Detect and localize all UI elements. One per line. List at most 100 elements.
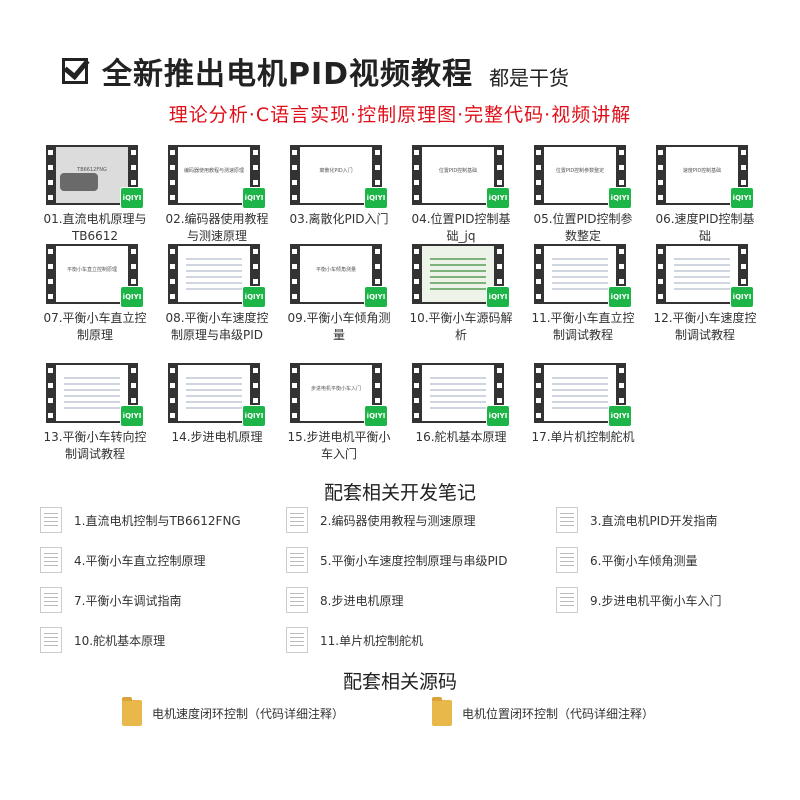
document-icon bbox=[40, 547, 62, 573]
video-caption: 03.离散化PID入门 bbox=[289, 212, 389, 226]
source-heading: 配套相关源码 bbox=[342, 671, 457, 693]
note-item[interactable]: 9.步进电机平衡小车入门 bbox=[556, 586, 721, 614]
iqiyi-logo-icon: iQIYI bbox=[608, 286, 632, 308]
iqiyi-logo-icon: iQIYI bbox=[730, 286, 754, 308]
source-label: 电机位置闭环控制（代码详细注释） bbox=[462, 706, 655, 721]
iqiyi-logo-icon: iQIYI bbox=[730, 187, 754, 209]
thumbnail-screen bbox=[544, 365, 616, 421]
title-suffix: 都是干货 bbox=[489, 65, 570, 90]
note-item[interactable]: 5.平衡小车速度控制原理与串级PID bbox=[286, 546, 507, 574]
document-icon bbox=[286, 507, 308, 533]
notes-heading: 配套相关开发笔记 bbox=[323, 482, 476, 504]
film-strip-holes bbox=[534, 363, 543, 423]
document-lines bbox=[430, 254, 486, 294]
film-strip-holes bbox=[656, 145, 665, 205]
thumbnail-screen bbox=[178, 365, 250, 421]
tagline: 理论分析·C语言实现·控制原理图·完整代码·视频讲解 bbox=[168, 104, 632, 126]
video-caption: 01.直流电机原理与TB6612 bbox=[43, 212, 147, 243]
video-thumbnail[interactable]: iQIYI bbox=[656, 244, 754, 308]
document-icon bbox=[286, 587, 308, 613]
video-thumbnail[interactable]: iQIYI bbox=[412, 363, 510, 427]
document-icon bbox=[40, 627, 62, 653]
note-item[interactable]: 7.平衡小车调试指南 bbox=[40, 586, 181, 614]
note-item[interactable]: 8.步进电机原理 bbox=[286, 586, 403, 614]
motor-image bbox=[60, 173, 98, 191]
thumbnail-text: TB6612FNG bbox=[77, 167, 107, 173]
video-caption: 05.位置PID控制参数整定 bbox=[533, 212, 633, 243]
note-label: 7.平衡小车调试指南 bbox=[74, 593, 182, 608]
video-thumbnail[interactable]: iQIYI bbox=[168, 244, 266, 308]
film-strip-holes bbox=[46, 363, 55, 423]
iqiyi-logo-icon: iQIYI bbox=[364, 286, 388, 308]
document-icon bbox=[286, 627, 308, 653]
film-strip-holes bbox=[412, 145, 421, 205]
film-strip-holes bbox=[168, 145, 177, 205]
note-item[interactable]: 1.直流电机控制与TB6612FNG bbox=[40, 506, 241, 534]
thumbnail-screen: 位置PID控制基础 bbox=[422, 147, 494, 203]
video-thumbnail[interactable]: iQIYI bbox=[46, 363, 144, 427]
note-item[interactable]: 2.编码器使用教程与测速原理 bbox=[286, 506, 475, 534]
video-caption: 06.速度PID控制基础 bbox=[655, 212, 755, 243]
note-item[interactable]: 3.直流电机PID开发指南 bbox=[556, 506, 717, 534]
source-item[interactable]: 电机位置闭环控制（代码详细注释） bbox=[432, 697, 655, 726]
thumbnail-screen bbox=[178, 246, 250, 302]
note-label: 1.直流电机控制与TB6612FNG bbox=[74, 513, 241, 528]
video-caption: 02.编码器使用教程与测速原理 bbox=[165, 212, 269, 243]
document-lines bbox=[64, 373, 120, 413]
film-strip-holes bbox=[290, 363, 299, 423]
film-strip-holes bbox=[656, 244, 665, 304]
note-item[interactable]: 4.平衡小车直立控制原理 bbox=[40, 546, 205, 574]
video-thumbnail[interactable]: iQIYI bbox=[412, 244, 510, 308]
thumbnail-screen bbox=[56, 365, 128, 421]
video-caption: 14.步进电机原理 bbox=[171, 430, 263, 444]
video-caption: 15.步进电机平衡小车入门 bbox=[287, 430, 391, 461]
thumbnail-screen bbox=[544, 246, 616, 302]
note-item[interactable]: 10.舵机基本原理 bbox=[40, 626, 165, 654]
video-thumbnail[interactable]: iQIYI bbox=[534, 244, 632, 308]
film-strip-holes bbox=[412, 363, 421, 423]
film-strip-holes bbox=[168, 363, 177, 423]
video-thumbnail[interactable]: iQIYI bbox=[168, 363, 266, 427]
note-label: 9.步进电机平衡小车入门 bbox=[590, 593, 722, 608]
iqiyi-logo-icon: iQIYI bbox=[242, 405, 266, 427]
iqiyi-logo-icon: iQIYI bbox=[364, 187, 388, 209]
video-caption: 09.平衡小车倾角测量 bbox=[287, 311, 391, 342]
iqiyi-logo-icon: iQIYI bbox=[364, 405, 388, 427]
video-caption: 10.平衡小车源码解析 bbox=[409, 311, 513, 342]
document-lines bbox=[186, 254, 242, 294]
video-item[interactable]: iQIYI 14.步进电机原理 bbox=[162, 363, 272, 446]
source-item[interactable]: 电机速度闭环控制（代码详细注释） bbox=[122, 697, 344, 726]
thumbnail-screen: 离散化PID入门 bbox=[300, 147, 372, 203]
note-item[interactable]: 11.单片机控制舵机 bbox=[286, 626, 423, 654]
video-caption: 08.平衡小车速度控制原理与串级PID bbox=[165, 311, 269, 342]
note-item[interactable]: 6.平衡小车倾角测量 bbox=[556, 546, 697, 574]
video-thumbnail[interactable]: iQIYI bbox=[534, 363, 632, 427]
note-label: 10.舵机基本原理 bbox=[74, 633, 166, 648]
thumbnail-screen: 速度PID控制基础 bbox=[666, 147, 738, 203]
